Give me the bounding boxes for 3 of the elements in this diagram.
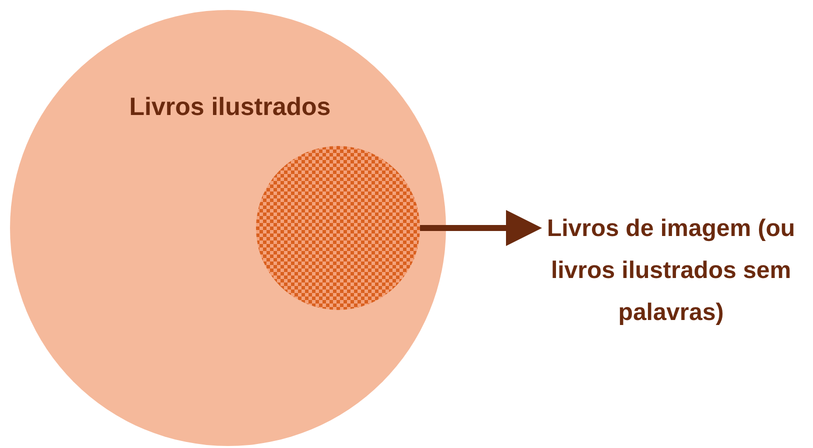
text-label: Livros de imagem (ou livros ilustrados sem palavras)	[546, 214, 796, 328]
circle-label: Livros ilustrados	[128, 92, 332, 123]
arrow	[420, 210, 542, 246]
